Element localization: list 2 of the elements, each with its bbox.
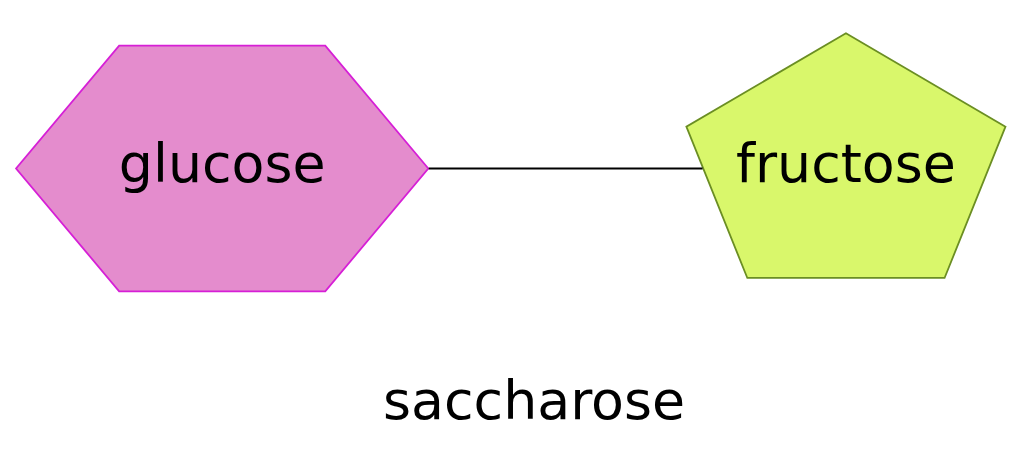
label: saccharose [383, 368, 686, 432]
connector [427, 167, 704, 169]
